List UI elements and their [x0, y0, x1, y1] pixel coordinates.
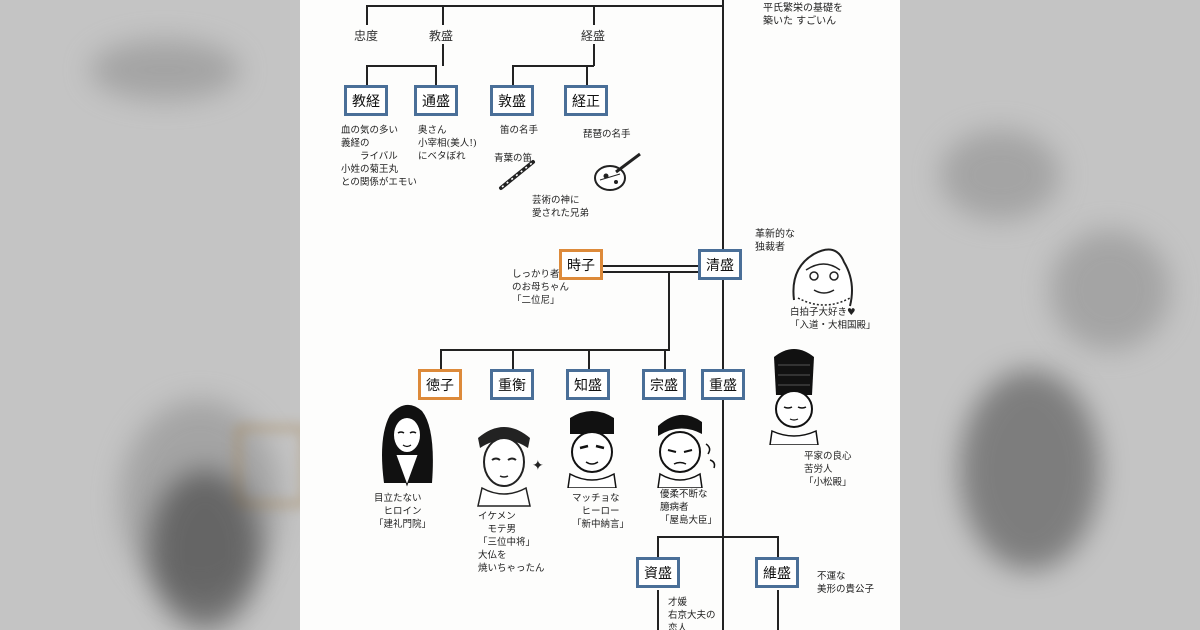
- line-shigemori-bar: [657, 536, 779, 538]
- line-top-sibling-bar: [366, 5, 724, 7]
- line-to-tomomori: [588, 349, 590, 369]
- node-tsunemasa: 経正: [564, 85, 608, 116]
- note-shigemori: 平家の良心 苦労人 「小松殿」: [804, 451, 852, 488]
- note-tomomori: マッチョな ヒーロー 「新中納言」: [572, 493, 630, 530]
- line-to-noritsune: [366, 65, 368, 85]
- node-tokuko: 徳子: [418, 369, 462, 400]
- note-brothers: 芸術の神に 愛された兄弟: [532, 195, 590, 219]
- node-noritsune: 教経: [344, 85, 388, 116]
- note-sukemori: 才媛 右京大夫の 恋人: [668, 597, 716, 630]
- node-munemori: 宗盛: [642, 369, 686, 400]
- note-koremori: 不運な 美形の貴公子: [817, 571, 875, 595]
- line-koremori-down: [777, 590, 779, 630]
- line-to-tokuko: [440, 349, 442, 369]
- node-atsumori: 敦盛: [490, 85, 534, 116]
- flute-illustration: [499, 160, 535, 190]
- line-tsunemori-drop: [593, 5, 595, 25]
- line-marriage-bottom: [602, 271, 698, 273]
- node-sukemori: 資盛: [636, 557, 680, 588]
- label-tsunemori: 経盛: [581, 29, 606, 43]
- line-tsunemori-bar: [512, 65, 594, 67]
- line-to-tsunemasa: [586, 65, 588, 85]
- line-marriage-top: [602, 265, 698, 267]
- node-shigehira: 重衡: [490, 369, 534, 400]
- line-sukemori-down: [657, 590, 659, 630]
- note-shigehira: イケメン モテ男 「三位中将」 大仏を 焼いちゃったん: [478, 511, 545, 574]
- note-top-right: 平氏繁栄の基礎を 築いた すごいん: [763, 3, 843, 27]
- note-munemori: 優柔不断な 臆病者 「屋島大臣」: [660, 489, 718, 526]
- blurred-background-right: [900, 0, 1200, 630]
- family-tree-sheet: 忠度 教盛 経盛 教経 通盛 敦盛 経正 時子 清盛 徳子 重衡 知盛 宗盛 重…: [300, 0, 900, 630]
- shigehira-portrait: ✦: [477, 427, 544, 507]
- line-children-bar: [440, 349, 670, 351]
- note-tokuko: 目立たない ヒロイン 「建礼門院」: [374, 493, 432, 530]
- line-norimori-drop: [442, 5, 444, 25]
- label-norimori: 教盛: [429, 29, 454, 43]
- note-atsumori: 笛の名手: [500, 125, 539, 136]
- line-tsunemori-children: [593, 44, 595, 66]
- line-to-munemori: [664, 349, 666, 369]
- line-to-shigehira: [512, 349, 514, 369]
- note-kiyomori-bottom: 白拍子大好き♥ 「入道・大相国殿」: [790, 307, 876, 331]
- node-michimori: 通盛: [414, 85, 458, 116]
- line-norimori-children: [442, 44, 444, 66]
- line-to-koremori: [777, 536, 779, 558]
- line-main-trunk: [722, 0, 724, 630]
- node-tokiko: 時子: [559, 249, 603, 280]
- line-tadanori-drop: [366, 5, 368, 25]
- label-tadanori: 忠度: [354, 29, 379, 43]
- tomomori-portrait: [567, 411, 617, 488]
- note-michimori: 奥さん 小宰相(美人!) にベタぼれ: [418, 125, 477, 162]
- svg-text:✦: ✦: [532, 458, 544, 474]
- node-shigemori: 重盛: [701, 369, 745, 400]
- kiyomori-portrait: [792, 248, 853, 307]
- line-to-sukemori: [657, 536, 659, 558]
- line-to-atsumori: [512, 65, 514, 85]
- note-tsunemasa: 琵琶の名手: [583, 129, 631, 140]
- tokuko-portrait: [382, 404, 433, 487]
- line-norimori-bar: [366, 65, 436, 67]
- biwa-lute-illustration: [594, 152, 641, 191]
- note-noritsune: 血の気の多い 義経の ライバル 小姓の菊王丸 との関係がエモい: [341, 125, 417, 188]
- note-atsumori-flute: 青葉の笛: [494, 153, 533, 164]
- shigemori-portrait: [769, 349, 819, 445]
- munemori-portrait: [657, 414, 716, 488]
- blurred-background-left: [0, 0, 300, 630]
- node-kiyomori: 清盛: [698, 249, 742, 280]
- note-kiyomori-top: 革新的な 独裁者: [755, 229, 795, 253]
- note-tokiko: しっかり者 のお母ちゃん 「二位尼」: [512, 269, 570, 306]
- line-to-michimori: [435, 65, 437, 85]
- line-marriage-children: [668, 272, 670, 350]
- node-koremori: 維盛: [755, 557, 799, 588]
- node-tomomori: 知盛: [566, 369, 610, 400]
